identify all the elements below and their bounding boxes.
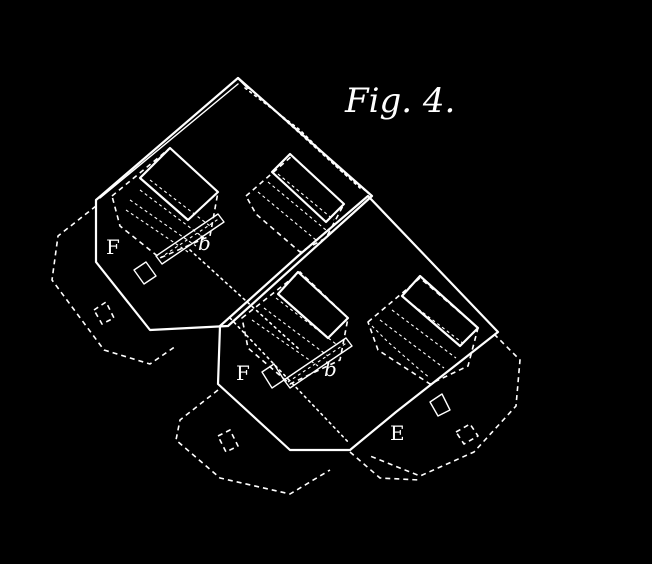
- label-e: E: [390, 421, 405, 445]
- upper-unit: [94, 76, 374, 332]
- seat-lower-right-hatch-1: [379, 319, 445, 369]
- seat-block-upper-right: [245, 152, 346, 253]
- upper-unit-shell: [244, 87, 373, 197]
- seat-lower-left-body: [241, 271, 349, 385]
- lower-right-ghost-box: [455, 423, 479, 445]
- seat-lower-right-rail: [371, 325, 431, 379]
- upper-unit-ridge: [236, 76, 250, 90]
- upper-to-lower-diagonal: [189, 249, 301, 351]
- seat-lower-right-hatch-2: [391, 309, 457, 359]
- lower-ghost-bottom: [349, 451, 421, 481]
- lower-left-diagonal: [229, 317, 351, 445]
- upper-unit-shell-2: [251, 89, 361, 189]
- seat-upper-right-body: [245, 155, 345, 253]
- seat-lower-left-hatch-3: [275, 297, 337, 345]
- seat-upper-left-hatch-3: [149, 179, 211, 227]
- lower-left-ghost-outline: [175, 389, 331, 495]
- rail-lower-b-hatch: [287, 341, 349, 383]
- seat-upper-right-hatch-3: [277, 173, 335, 221]
- seat-upper-left-back: [138, 146, 220, 222]
- upper-unit-outline: [94, 76, 374, 332]
- seat-block-lower-right: [367, 274, 480, 385]
- lower-left-small-box: [261, 363, 285, 389]
- lower-right-small-box: [429, 393, 451, 417]
- upper-small-box: [133, 261, 157, 285]
- seat-upper-left-body: [111, 147, 219, 259]
- seat-block-lower-left: [241, 270, 353, 389]
- lower-right-ghost-outline: [369, 333, 521, 477]
- seat-upper-right-hatch-1: [257, 191, 317, 241]
- label-f-lower: F: [236, 361, 250, 385]
- seat-lower-right-back: [400, 274, 480, 348]
- seat-lower-right-hatch-3: [403, 297, 465, 345]
- seat-lower-right-body: [367, 277, 479, 385]
- seat-block-upper-left: [111, 146, 225, 265]
- rail-upper-b: [155, 213, 225, 265]
- upper-unit-inner-edge: [99, 83, 239, 199]
- upper-ghost-outline: [51, 205, 177, 365]
- lower-left-unit: [189, 194, 500, 452]
- seat-upper-left-hatch-4: [125, 209, 189, 253]
- label-b-lower: b: [324, 357, 337, 381]
- lower-left-unit-outline: [216, 194, 500, 452]
- figure-title: Fig. 4.: [344, 81, 455, 121]
- seat-upper-right-back: [270, 152, 346, 224]
- upper-ghost-box: [93, 301, 115, 325]
- seat-lower-left-hatch-1: [251, 319, 319, 367]
- label-f-upper: F: [106, 235, 120, 259]
- label-b-upper: b: [198, 231, 211, 255]
- lower-left-ghost-box: [217, 429, 239, 453]
- seat-lower-left-hatch-2: [263, 307, 329, 357]
- rail-upper-b-hatch: [159, 217, 221, 259]
- rail-lower-b: [283, 337, 353, 389]
- seat-upper-right-hatch-2: [267, 181, 327, 231]
- seat-upper-left-hatch-1: [129, 199, 197, 247]
